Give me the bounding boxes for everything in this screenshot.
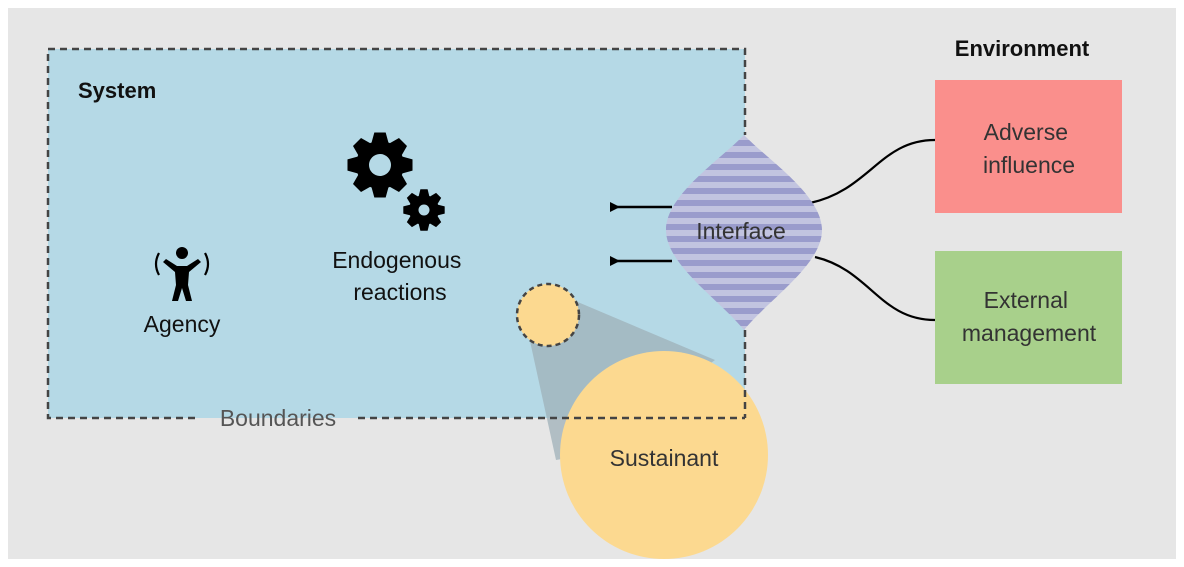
external-management-connector [814,255,936,322]
sustainant-circle [560,351,768,559]
interface-stripe [666,224,822,230]
external-management-box [935,251,1122,384]
adverse-influence-box [935,80,1122,213]
interface-stripe [666,188,822,194]
external-management-label: External management [962,287,1097,346]
adverse-influence-connector [809,138,936,205]
sustainant-label: Sustainant [610,445,719,471]
system-title: System [78,78,156,103]
interface-stripe [666,236,822,242]
interface-stripe [666,200,822,206]
interface-stripe [666,164,822,170]
person-arms-raised-icon [154,247,210,301]
interface-stripe [666,284,822,290]
external-management-line2: management [962,320,1097,346]
interface-stripe [666,152,822,158]
endogenous-reactions-line2: reactions [353,279,446,305]
adverse-influence-line2: influence [983,152,1075,178]
interface-stripe [666,320,822,326]
external-management-line1: External [984,287,1068,313]
interface-stripe [666,212,822,218]
endogenous-reactions-label: Endogenous reactions [332,247,468,305]
endogenous-reactions-line1: Endogenous [332,247,461,273]
interface-stripe [666,140,822,146]
interface-shape [666,135,822,330]
interface-stripe [666,272,822,278]
system-boundary [46,47,747,420]
interface-stripe [666,308,822,314]
interface-stripe [666,260,822,266]
interface-stripe [666,296,822,302]
interface-stripe [666,248,822,254]
gears-icon [347,132,445,231]
interface-stripe [666,176,822,182]
boundaries-label: Boundaries [220,405,336,431]
interface-label: Interface [696,218,786,244]
agency-label: Agency [144,311,221,337]
sustainant-inner-circle [515,282,581,348]
adverse-influence-label: Adverse influence [983,119,1075,178]
adverse-influence-line1: Adverse [984,119,1068,145]
environment-title: Environment [955,36,1090,61]
